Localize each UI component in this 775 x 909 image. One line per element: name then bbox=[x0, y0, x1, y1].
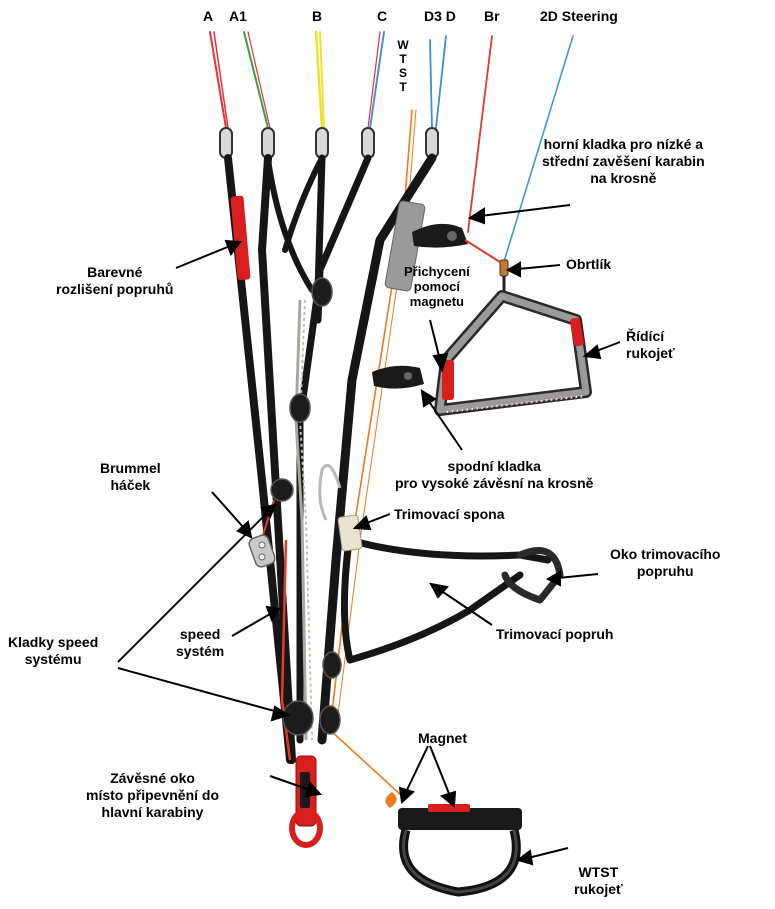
label-swivel: Obrtlík bbox=[566, 256, 611, 273]
swivel bbox=[500, 260, 508, 294]
trim-buckle bbox=[338, 515, 363, 551]
upper-pulley-block bbox=[412, 224, 500, 262]
label-wtst-handle: WTST rukojeť bbox=[574, 864, 623, 898]
label-speed-system: speed systém bbox=[176, 626, 224, 660]
line-a1 bbox=[244, 32, 268, 128]
label-trim-loop: Oko trimovacího popruhu bbox=[610, 546, 720, 580]
label-a1: A1 bbox=[229, 8, 247, 24]
label-magnet-attach: Přichycení pomocí magnetu bbox=[404, 264, 470, 309]
label-br: Br bbox=[484, 8, 500, 24]
label-magnet: Magnet bbox=[418, 730, 467, 747]
line-a bbox=[210, 32, 226, 128]
label-a: A bbox=[203, 8, 213, 24]
label-upper-pulley: horní kladka pro nízké a střední zavěšen… bbox=[542, 136, 705, 187]
line-d bbox=[436, 36, 446, 128]
label-d3-d: D3 D bbox=[424, 8, 456, 24]
label-b: B bbox=[312, 8, 322, 24]
label-trim-strap: Trimovací popruh bbox=[496, 626, 613, 643]
main-loop bbox=[292, 756, 320, 845]
label-color-coding: Barevné rozlišení popruhů bbox=[56, 264, 173, 298]
maillons bbox=[220, 128, 438, 158]
label-main-loop: Závěsné oko místo připevnění do hlavní k… bbox=[86, 770, 219, 821]
lower-pulley-block bbox=[372, 366, 424, 389]
label-trim-buckle: Trimovací spona bbox=[394, 506, 504, 523]
line-c bbox=[370, 32, 384, 128]
label-lower-pulley: spodní kladka pro vysoké závěsní na kros… bbox=[395, 458, 593, 492]
label-brake-handle: Řídící rukojeť bbox=[626, 328, 675, 362]
line-d3 bbox=[430, 40, 432, 128]
label-brummel-hook: Brummel háček bbox=[100, 460, 161, 494]
line-br bbox=[468, 36, 492, 232]
label-wtst-vertical: W T S T bbox=[397, 38, 409, 94]
brake-handle bbox=[440, 296, 586, 412]
label-2d-steering: 2D Steering bbox=[540, 8, 618, 24]
label-c: C bbox=[377, 8, 387, 24]
label-speed-pulleys: Kladky speed systému bbox=[8, 634, 98, 668]
